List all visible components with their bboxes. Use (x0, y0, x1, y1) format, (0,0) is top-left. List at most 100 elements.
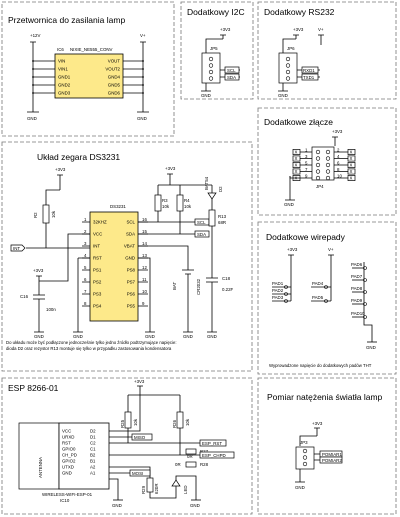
i2c-gnd-label: GND (201, 93, 211, 98)
clock-diode-d2 (207, 192, 217, 200)
power-junction (142, 68, 144, 70)
rs232-circuit: +3V3 V+ JP6 RXD1 TXD1 GND (278, 27, 324, 98)
light-signal-wires (314, 453, 320, 461)
esp-r25 (124, 411, 132, 429)
esp-mosi-flag (129, 469, 151, 477)
rs232-pin (285, 76, 291, 81)
esp-pin-num: A1 (90, 471, 96, 476)
pads-caption: Wyprowadzone napięcie do dodatkowych pad… (269, 363, 372, 368)
power-right-pin-label: GND6 (108, 91, 121, 96)
clock-diode-part: BAT54 (204, 176, 209, 190)
clock-right-pin-num: 12 (142, 265, 147, 270)
title-power: Przetwornica do zasilania lamp (8, 15, 125, 25)
i2c-scl-label: SCL (227, 68, 236, 73)
clock-left-pin-num: 3 (84, 241, 87, 246)
esp-vcc-label: +3V3 (134, 379, 145, 384)
clock-left-pin-num: 7 (84, 289, 87, 294)
clock-c16 (33, 294, 45, 300)
esp-rst-wire (109, 428, 200, 444)
esp-pin-num: D2 (90, 429, 96, 434)
extra-ref: JP4 (316, 184, 324, 189)
extra-right-flag (347, 162, 356, 168)
power-right-pin-label: VOUT (108, 59, 121, 64)
esp-r26 (176, 411, 184, 429)
esp-r27 (185, 448, 197, 455)
esp-antenna-label: ANTENNA (38, 457, 43, 478)
pad-right-label: PAD7 (351, 274, 363, 279)
pads-vplus-rail (328, 254, 334, 301)
clock-circuit: +3V3 R2 10k INT +3V3 R3 10k R4 10k DS323… (6, 166, 234, 351)
esp-gnd-2: GND (190, 503, 200, 508)
extra-left-flag (292, 155, 301, 162)
light-pomiar2-flag (319, 456, 343, 464)
esp-chpd-flag (199, 451, 235, 459)
clock-left-pin-label: 32KHZ (93, 220, 107, 225)
clock-c18 (206, 277, 218, 283)
power-junction (32, 68, 34, 70)
clock-int-wire (26, 223, 90, 249)
light-pin (302, 461, 308, 467)
power-junction (32, 76, 34, 78)
pads-vplus-label: V+ (328, 247, 334, 252)
pads-gnd-label: GND (366, 345, 376, 350)
i2c-vcc-label: +3V3 (220, 27, 231, 32)
extra-right-label: X (350, 169, 353, 174)
clock-right-pin-num: 15 (142, 229, 147, 234)
power-vplus-rail (140, 41, 146, 100)
esp-pin-label: VCC (62, 429, 71, 434)
esp-pin-label: GND (62, 471, 72, 476)
power-right-pin-label: GND5 (108, 83, 121, 88)
esp-led-wire (149, 486, 177, 499)
light-ref: JP3 (300, 440, 308, 445)
clock-pullup-wires (157, 211, 181, 234)
extra-right-num: 8 (337, 167, 340, 172)
esp-miso-flag (131, 433, 153, 441)
pad-right (363, 290, 367, 294)
clock-r4-value: 10k (184, 204, 192, 209)
esp-r27-value: 0R (187, 454, 193, 459)
extra-left-num: 5 (305, 160, 308, 165)
clock-r4 (176, 194, 184, 212)
frame-esp (1, 377, 253, 515)
i2c-pin (208, 69, 214, 75)
rs232-vplus-wire (318, 34, 324, 45)
extra-right-label: X (350, 150, 353, 155)
rs232-pin (285, 56, 291, 62)
i2c-circuit: +3V3 JP5 SCL SDA GND (201, 27, 240, 98)
esp-pin-num: B2 (90, 453, 96, 458)
clock-note-line1: Do układu może być podłączone jednocześn… (6, 340, 177, 345)
power-12v-label: +12V (30, 33, 40, 38)
pads-v3-label: +3V3 (287, 247, 298, 252)
extra-connector (311, 146, 335, 181)
esp-pin-num: C2 (90, 441, 96, 446)
clock-left-pin-label: PS2 (93, 280, 102, 285)
power-12v-rail (30, 41, 36, 100)
extra-right-num: 10 (337, 173, 342, 178)
extra-right-label: X (350, 163, 353, 168)
clock-c18-value: 0.22F (222, 287, 234, 292)
power-right-pin-label: VOUT2 (105, 67, 120, 72)
clock-rst-gnd-wire (77, 257, 90, 332)
clock-gnd-4: GND (183, 334, 193, 339)
clock-right-pin-label: SDA (126, 232, 135, 237)
esp-rst-label: ESP_RST (202, 441, 222, 446)
power-right-pin-label: GND4 (108, 75, 121, 80)
power-gnd-right: GND (137, 116, 147, 121)
esp-module-name: WIRELESS-WIFI-ESP-01 (42, 492, 93, 497)
clock-right-pin-num: 11 (142, 277, 147, 282)
clock-gnd-3: GND (145, 334, 155, 339)
rs232-gnd (278, 83, 288, 92)
frame-rs232 (257, 1, 397, 100)
frame-extra-conn (257, 107, 397, 216)
extra-vcc-wire (332, 136, 338, 146)
esp-mosi-label: MOSI (132, 471, 143, 476)
clock-r2 (42, 204, 50, 224)
esp-chpd-wire (109, 428, 200, 456)
extra-left-label: X (295, 169, 298, 174)
clock-left-pin-label: VCC (93, 232, 102, 237)
pad-mid (324, 299, 328, 303)
